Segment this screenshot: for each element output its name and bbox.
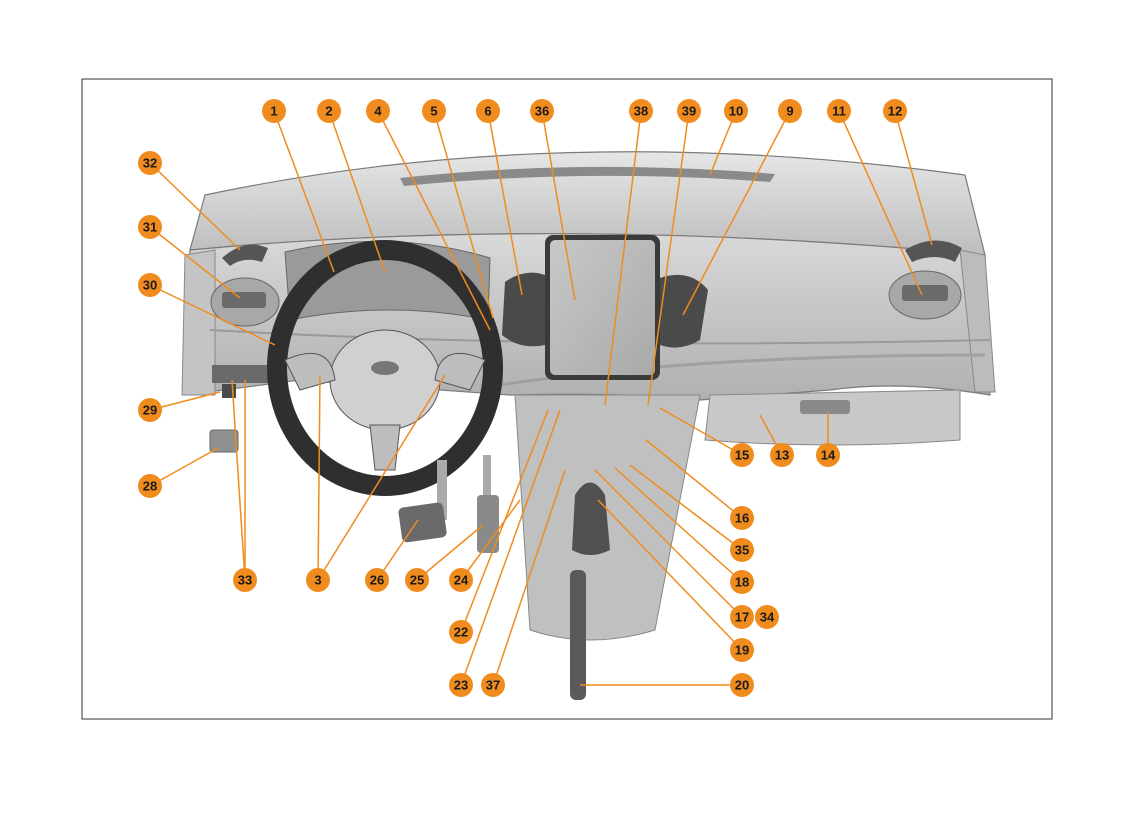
callout-number: 33 [238,573,252,588]
callout-number: 24 [454,573,469,588]
callout-number: 35 [735,543,749,558]
callout-number: 5 [430,104,437,119]
callout-33: 33 [233,568,257,592]
callout-37: 37 [481,673,505,697]
callout-17: 17 [730,605,754,629]
callout-number: 14 [821,448,836,463]
callout-number: 19 [735,643,749,658]
callout-number: 23 [454,678,468,693]
callout-18: 18 [730,570,754,594]
vent-center-left [502,273,545,347]
callout-number: 32 [143,156,157,171]
callout-22: 22 [449,620,473,644]
callout-number: 18 [735,575,749,590]
callout-25: 25 [405,568,429,592]
callout-number: 38 [634,104,648,119]
callout-number: 22 [454,625,468,640]
callout-number: 17 [735,610,749,625]
glove-box [705,390,960,445]
callout-26: 26 [365,568,389,592]
callout-number: 11 [832,104,846,119]
handbrake-lever [570,570,586,700]
vent-left-lower-slats [222,292,266,308]
callout-number: 1 [270,104,277,119]
callout-number: 10 [729,104,743,119]
callout-6: 6 [476,99,500,123]
callout-10: 10 [724,99,748,123]
steering-wheel-spoke-bottom [370,425,400,470]
callout-number: 15 [735,448,749,463]
callout-35: 35 [730,538,754,562]
callout-number: 13 [775,448,789,463]
callout-number: 20 [735,678,749,693]
callout-number: 16 [735,511,749,526]
left-lower-switch [222,384,236,398]
callout-12: 12 [883,99,907,123]
callout-number: 37 [486,678,500,693]
callout-32: 32 [138,151,162,175]
callout-34: 34 [755,605,779,629]
callout-number: 30 [143,278,157,293]
callout-15: 15 [730,443,754,467]
callout-16: 16 [730,506,754,530]
callout-number: 25 [410,573,424,588]
steering-wheel-logo [371,361,399,375]
callout-number: 9 [786,104,793,119]
callout-number: 6 [484,104,491,119]
callout-number: 4 [374,104,382,119]
left-side-panel [182,250,215,395]
glove-box-handle [800,400,850,414]
steering-wheel-hub [330,330,440,430]
callout-9: 9 [778,99,802,123]
callout-number: 39 [682,104,696,119]
callout-number: 31 [143,220,157,235]
callout-number: 34 [760,610,775,625]
callout-number: 28 [143,479,157,494]
callout-13: 13 [770,443,794,467]
callout-3: 3 [306,568,330,592]
callout-number: 2 [325,104,332,119]
callout-39: 39 [677,99,701,123]
callout-31: 31 [138,215,162,239]
callout-23: 23 [449,673,473,697]
callout-30: 30 [138,273,162,297]
callout-20: 20 [730,673,754,697]
callout-38: 38 [629,99,653,123]
callout-number: 29 [143,403,157,418]
pedal-left [398,502,447,543]
callout-11: 11 [827,99,851,123]
callout-2: 2 [317,99,341,123]
callout-29: 29 [138,398,162,422]
callout-number: 12 [888,104,902,119]
callout-1: 1 [262,99,286,123]
callout-number: 3 [314,573,321,588]
callout-36: 36 [530,99,554,123]
hood-release [210,430,238,452]
callout-5: 5 [422,99,446,123]
center-touchscreen-glass [550,240,655,375]
callout-14: 14 [816,443,840,467]
callout-24: 24 [449,568,473,592]
callout-19: 19 [730,638,754,662]
callout-number: 26 [370,573,384,588]
callout-number: 36 [535,104,549,119]
callout-4: 4 [366,99,390,123]
callout-28: 28 [138,474,162,498]
vent-right-lower-slats [902,285,948,301]
